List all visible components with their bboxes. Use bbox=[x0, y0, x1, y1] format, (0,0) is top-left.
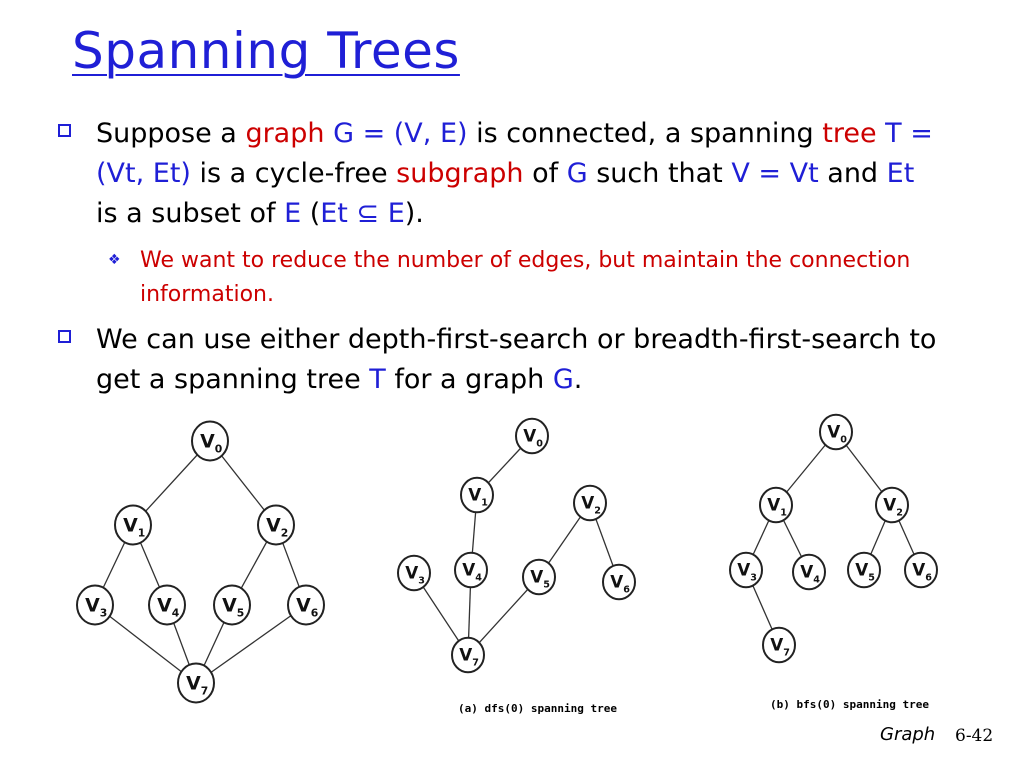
graph-edge bbox=[470, 494, 478, 571]
graph-node-label: V3 bbox=[737, 560, 757, 584]
graph-node bbox=[759, 486, 793, 524]
graph-edge bbox=[863, 504, 893, 571]
graph-node-label: V2 bbox=[883, 495, 903, 519]
diamond-bullet-icon: ❖ bbox=[108, 252, 121, 268]
graph-node-label: V3 bbox=[85, 594, 107, 619]
graph-node-label: V1 bbox=[123, 514, 145, 539]
graph-edge bbox=[132, 440, 211, 526]
graph-node-label: V5 bbox=[855, 560, 875, 584]
graph-node-label: V0 bbox=[200, 430, 222, 455]
graph-edge bbox=[476, 435, 533, 496]
graph-node bbox=[114, 504, 152, 546]
graph-edge bbox=[745, 504, 777, 571]
bullet-text: We can use either depth-first-search or … bbox=[96, 324, 937, 395]
graph-node bbox=[397, 554, 431, 592]
graph-node bbox=[847, 551, 881, 589]
graph-node-label: V5 bbox=[222, 594, 244, 619]
graph-node bbox=[257, 504, 295, 546]
graph-edge bbox=[94, 524, 134, 606]
graph-node-label: V4 bbox=[462, 560, 482, 584]
graph-node-label: V6 bbox=[296, 594, 318, 619]
graph-edge bbox=[745, 569, 780, 646]
graph-node bbox=[76, 584, 114, 626]
graph-node bbox=[287, 584, 325, 626]
bfs-caption: (b) bfs(0) spanning tree bbox=[770, 698, 929, 711]
graph-node bbox=[148, 584, 186, 626]
graph-edge bbox=[94, 604, 197, 684]
graph-node bbox=[904, 551, 938, 589]
graph-edge bbox=[775, 431, 837, 506]
sub-bullet-reduce-edges: ❖ We want to reduce the number of edges,… bbox=[108, 244, 928, 312]
graph-edge bbox=[467, 576, 540, 656]
sub-bullet-text: We want to reduce the number of edges, b… bbox=[140, 248, 911, 307]
graph-node bbox=[792, 553, 826, 591]
graph-edge bbox=[195, 604, 233, 684]
graph-edge bbox=[132, 524, 168, 606]
graph-node-label: V7 bbox=[186, 672, 208, 697]
square-bullet-icon bbox=[58, 330, 71, 343]
graph-node-label: V3 bbox=[405, 563, 425, 587]
graph-node-label: V1 bbox=[767, 495, 787, 519]
bullet-text: Suppose a graph G = (V, E) is connected,… bbox=[96, 118, 933, 229]
graph-edge bbox=[891, 504, 922, 571]
dfs-caption: (a) dfs(0) spanning tree bbox=[458, 702, 617, 715]
graph-node bbox=[213, 584, 251, 626]
graph-edge bbox=[275, 524, 307, 606]
footer-topic: Graph bbox=[880, 724, 936, 745]
bullet-spanning-tree-definition: Suppose a graph G = (V, E) is connected,… bbox=[58, 114, 938, 234]
graph-node-label: V0 bbox=[523, 426, 543, 450]
graph-node-label: V0 bbox=[827, 422, 847, 446]
graph-node bbox=[522, 558, 556, 596]
bullet-dfs-bfs: We can use either depth-first-search or … bbox=[58, 320, 938, 400]
graph-node bbox=[454, 551, 488, 589]
footer-page-number: 6-42 bbox=[955, 726, 994, 746]
graph-node-label: V7 bbox=[459, 645, 479, 669]
graph-node-label: V5 bbox=[530, 567, 550, 591]
graph-node bbox=[191, 420, 229, 462]
graph-edge bbox=[538, 502, 591, 578]
graph-edge bbox=[589, 502, 620, 583]
graph-edge bbox=[413, 572, 469, 656]
graph-edge bbox=[835, 431, 893, 506]
graph-node-label: V4 bbox=[157, 594, 180, 619]
graph-node-label: V6 bbox=[912, 560, 932, 584]
graph-node bbox=[602, 563, 636, 601]
graph-node-label: V4 bbox=[800, 562, 820, 586]
graph-node bbox=[515, 417, 549, 455]
graph-node-label: V2 bbox=[266, 514, 288, 539]
graph-node bbox=[875, 486, 909, 524]
graph-node-label: V1 bbox=[468, 485, 488, 509]
graph-edge bbox=[467, 569, 472, 656]
graph-edge bbox=[195, 604, 307, 684]
graph-node bbox=[460, 476, 494, 514]
graph-edge bbox=[166, 604, 197, 684]
slide-title: Spanning Trees bbox=[72, 22, 460, 80]
graph-edge bbox=[775, 504, 810, 573]
graph-node bbox=[177, 662, 215, 704]
graph-node-label: V7 bbox=[770, 635, 790, 659]
graph-node bbox=[729, 551, 763, 589]
square-bullet-icon bbox=[58, 124, 71, 137]
graph-node-label: V6 bbox=[610, 572, 630, 596]
graph-node bbox=[451, 636, 485, 674]
graph-node-label: V2 bbox=[581, 493, 601, 517]
graph-edge bbox=[209, 440, 277, 526]
graph-node bbox=[819, 413, 853, 451]
graph-node bbox=[762, 626, 796, 664]
graph-edge bbox=[231, 524, 277, 606]
graph-node bbox=[573, 484, 607, 522]
